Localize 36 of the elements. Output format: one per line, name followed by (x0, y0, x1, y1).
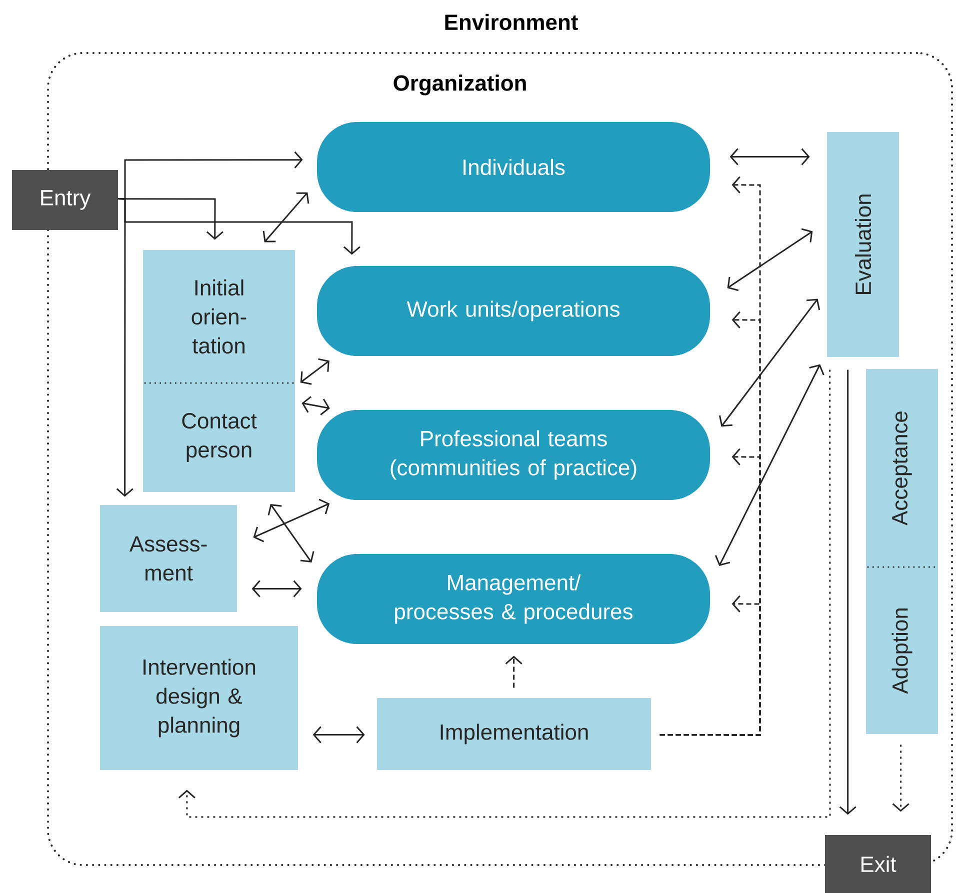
arrow (268, 504, 314, 562)
level-pill: Management/ processes & procedures (317, 554, 710, 644)
process-box: Assess-ment (100, 505, 237, 612)
arrow (714, 364, 824, 566)
level-pill: Individuals (317, 122, 710, 212)
arrow (839, 370, 856, 815)
phase-box: Evaluation (827, 132, 899, 357)
level-pill: Work units/operations (317, 266, 710, 356)
terminal-box: Entry (12, 170, 118, 230)
arrow (660, 595, 761, 736)
terminal-box: Exit (825, 835, 931, 893)
arrow (300, 358, 330, 385)
phase-box: Adoption (866, 567, 938, 734)
process-box: Initial orien-tation (143, 250, 295, 383)
arrow (262, 192, 310, 242)
level-pill: Professional teams (communities of practice) (317, 410, 710, 500)
process-box: Implementation (377, 698, 651, 770)
phase-box: Acceptance (866, 369, 938, 567)
arrow (727, 228, 813, 292)
arrow (505, 656, 522, 688)
arrow (116, 198, 134, 497)
arrow (892, 744, 910, 812)
arrow (730, 148, 810, 166)
diagram-title: Environment (445, 14, 578, 30)
arrow (178, 370, 831, 818)
process-box: Contact person (143, 383, 295, 492)
arrow (302, 396, 330, 416)
node-label: Initial orien-tation (192, 279, 246, 354)
arrow (252, 580, 302, 598)
node-label: Adoption (892, 608, 912, 694)
arrow (312, 726, 365, 744)
node-label: Contact person (182, 413, 257, 462)
arrow (718, 298, 820, 427)
process-box: Intervention design & planning (100, 626, 298, 770)
node-label: Acceptance (892, 412, 912, 526)
arrow (253, 498, 330, 542)
